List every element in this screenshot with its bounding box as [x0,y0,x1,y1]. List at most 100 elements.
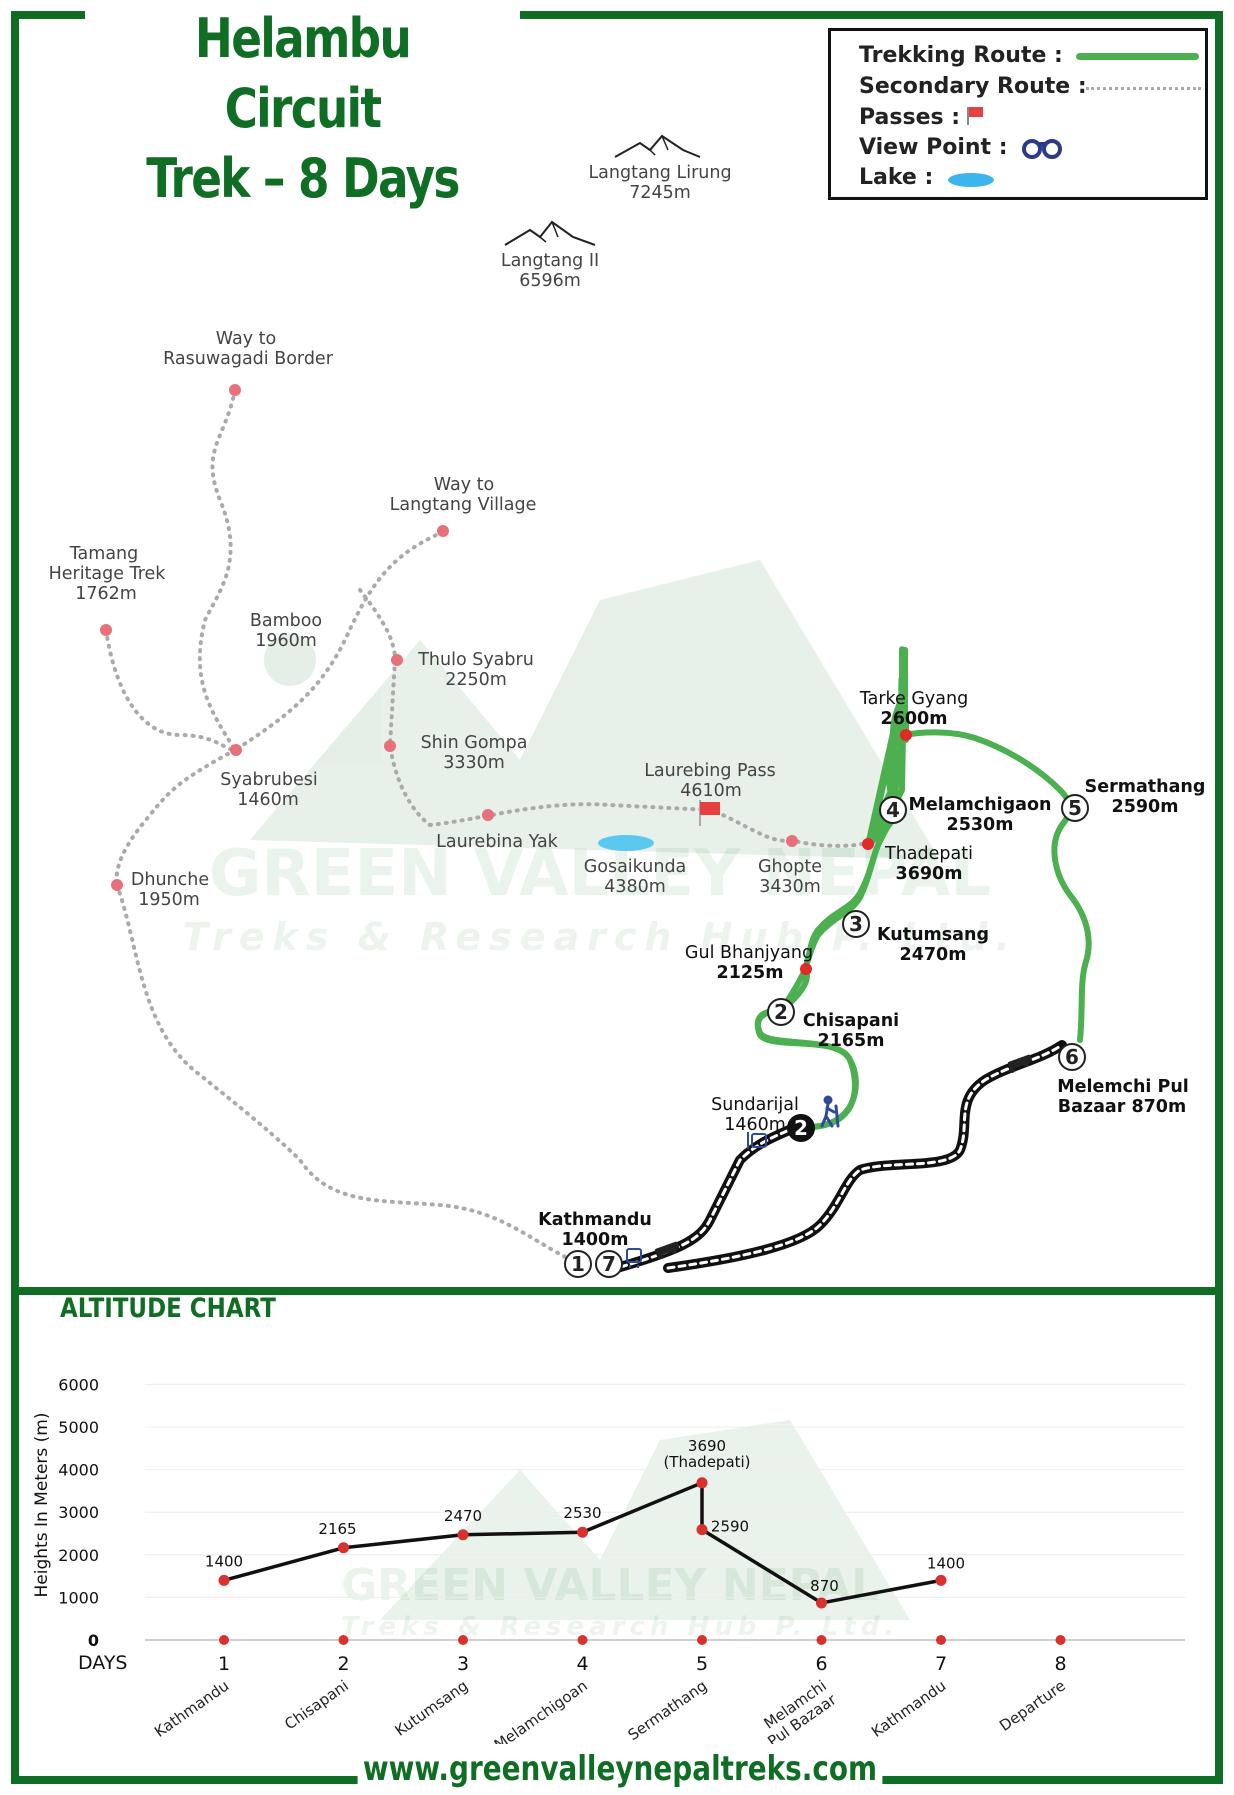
pin-thadepati [862,838,874,850]
pin-dhunche [111,879,123,891]
label-gosaikunda: Gosaikunda [584,857,687,877]
day-tick-label: 1 [218,1653,230,1675]
altitude-point-label: 3690 [688,1437,726,1455]
pin-gul-bhanjyang [800,963,812,975]
pin-syabrubesi [230,744,242,756]
day-tick-label: 2 [337,1653,349,1675]
map-labels: Langtang Lirung 7245m Langtang II 6596m … [49,163,822,910]
day-tick-label: 3 [457,1653,469,1675]
altitude-point-label: 2590 [711,1518,749,1536]
y-tick-label: 1000 [58,1588,99,1607]
bus-icon [626,1248,642,1268]
chart-title: ALTITUDE CHART [60,1293,276,1324]
page-title: Helambu Circuit Trek – 8 Days [85,4,520,210]
day-circles: 4 5 3 2 2 6 1 7 [564,794,1089,1278]
label-rasuwagadi-2: Rasuwagadi Border [163,349,334,369]
label-tarke-gyang: Tarke Gyang [859,689,968,709]
label-sundarijal-elev: 1460m [724,1115,786,1135]
altitude-point [457,1529,469,1541]
altitude-point-label: 1400 [205,1552,243,1570]
day-tick-dot [458,1635,468,1645]
watermark-tagline-chart: Treks & Research Hub P. Ltd. [341,1612,899,1642]
day-circle-2-sundarijal: 2 [787,1114,815,1142]
watermark-logo-map [250,560,940,860]
legend-secondary-route: Secondary Route : [859,74,1087,99]
altitude-point-label: 2530 [563,1504,601,1522]
legend-lake: Lake : [859,165,934,190]
label-langtang-lirung: Langtang Lirung [588,163,731,183]
day-place-label: Departure [996,1677,1069,1735]
altitude-point [577,1526,588,1538]
title-line-2: Trek – 8 Days [146,147,460,210]
svg-text:3: 3 [849,912,863,936]
pin-tamang [100,624,112,636]
label-laurebina-yak: Laurebina Yak [436,832,558,852]
label-thadepati: Thadepati [884,844,973,864]
svg-text:5: 5 [1068,796,1082,820]
label-laurebing-pass: Laurebing Pass [644,761,776,781]
pin-langtang-village [437,525,449,537]
svg-text:7: 7 [602,1252,616,1276]
trekker-icon [820,1095,840,1128]
label-langtang-ii: Langtang II [501,251,599,271]
day-place-label: Sermathang [625,1677,711,1745]
map-legend: Trekking Route : Secondary Route : Passe… [828,28,1208,200]
y-axis-label: Heights In Meters (m) [32,1413,52,1598]
label-kutumsang-elev: 2470m [900,945,967,965]
label-syabrubesi-elev: 1460m [237,790,299,810]
label-langtang-village-1: Way to [434,475,494,495]
trek-stop-markers [800,729,912,975]
pin-shin-gompa [384,740,396,752]
day-tick-dot [816,1635,827,1645]
svg-text:4: 4 [886,798,900,822]
legend-secondary-line [1086,87,1201,90]
label-gul-bhanjyang: Gul Bhanjyang [685,943,813,963]
legend-trekking-line [1076,53,1199,60]
gosaikunda-lake [598,835,654,851]
day-tick-dot [219,1635,229,1645]
day-tick-dot [338,1635,349,1645]
legend-lake-icon [948,173,994,187]
day-place-label: MelamchiPul Bazaar [755,1676,841,1751]
watermark-tagline: Treks & Research Hub P. Ltd. [182,915,1018,959]
pin-ghopte [786,835,798,847]
altitude-point-label: 870 [810,1577,839,1595]
day-place-label: Kutumsang [392,1677,472,1740]
day-tick-dot [697,1635,707,1645]
label-ghopte: Ghopte [758,857,822,877]
day-place-label: Kathmandu [868,1677,949,1741]
website-url[interactable]: www.greenvalleynepaltreks.com [357,1744,883,1794]
label-sundarijal: Sundarijal [711,1095,799,1115]
day-tick-label: 4 [576,1653,588,1675]
label-dhunche-elev: 1950m [138,890,200,910]
x-axis-label: DAYS [78,1652,128,1674]
legend-view-point: View Point : [859,135,1008,160]
label-thadepati-elev: 3690m [896,864,963,884]
label-shin-gompa-elev: 3330m [443,753,505,773]
label-gul-bhanjyang-elev: 2125m [717,963,784,983]
y-tick-label: 2000 [58,1546,99,1565]
altitude-line [223,1481,942,1605]
day-tick-dot [577,1635,588,1645]
day-place-label: Chisapani [281,1677,352,1734]
altitude-point [816,1597,827,1609]
y-tick-label: 0 [88,1631,99,1650]
label-shin-gompa: Shin Gompa [421,733,528,753]
legend-trekking-route: Trekking Route : [859,43,1063,68]
altitude-point-label: 2470 [444,1507,482,1525]
svg-text:1: 1 [571,1252,585,1276]
label-sermathang: Sermathang [1085,777,1206,797]
label-langtang-ii-elev: 6596m [519,271,581,291]
legend-flag-icon [967,107,983,125]
title-line-1: Helambu Circuit [194,7,412,140]
pass-flag-icon [699,800,720,826]
day-circle-2-chisapani: 2 [767,998,795,1026]
y-tick-label: 3000 [58,1503,99,1522]
label-tamang-1: Tamang [69,544,139,564]
day-circle-4: 4 [879,796,907,824]
label-kathmandu: Kathmandu [538,1210,652,1230]
day-tick-dot [1055,1635,1066,1645]
label-langtang-lirung-elev: 7245m [629,183,691,203]
altitude-point [696,1477,708,1489]
secondary-routes [104,388,864,1264]
